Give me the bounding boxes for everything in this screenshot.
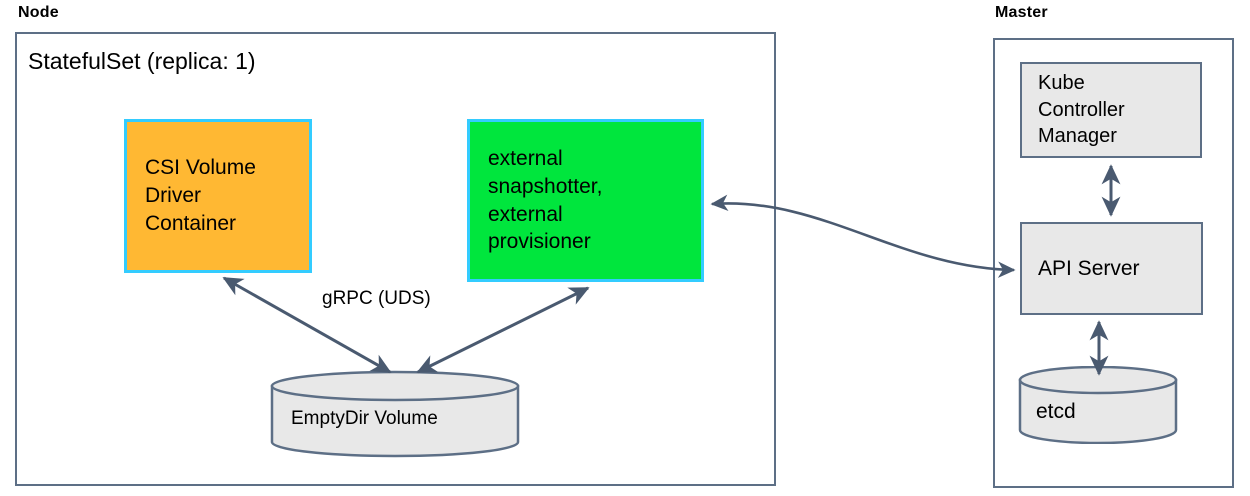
external-snapshotter-provisioner-label: external snapshotter, external provision… (488, 147, 603, 254)
statefulset-label: StatefulSet (replica: 1) (28, 48, 256, 74)
node-panel-title: Node (18, 4, 59, 21)
api-server-label: API Server (1038, 256, 1140, 280)
master-panel-title: Master (995, 4, 1048, 21)
api-server-box[interactable]: API Server (1020, 222, 1203, 315)
kube-controller-manager-box[interactable]: Kube Controller Manager (1020, 62, 1202, 158)
cylinder-shape (1018, 365, 1178, 445)
etcd-label: etcd (1036, 400, 1076, 423)
external-snapshotter-provisioner-box[interactable]: external snapshotter, external provision… (467, 119, 704, 282)
emptydir-volume-label: EmptyDir Volume (291, 408, 438, 429)
csi-volume-driver-container-label: CSI Volume Driver Container (145, 156, 256, 235)
cylinder-shape (270, 370, 520, 458)
kube-controller-manager-label: Kube Controller Manager (1038, 72, 1125, 148)
grpc-uds-edge-label: gRPC (UDS) (322, 288, 431, 309)
etcd-cylinder[interactable] (1018, 365, 1178, 445)
csi-volume-driver-container-box[interactable]: CSI Volume Driver Container (124, 119, 312, 273)
emptydir-volume-cylinder[interactable] (270, 370, 520, 458)
